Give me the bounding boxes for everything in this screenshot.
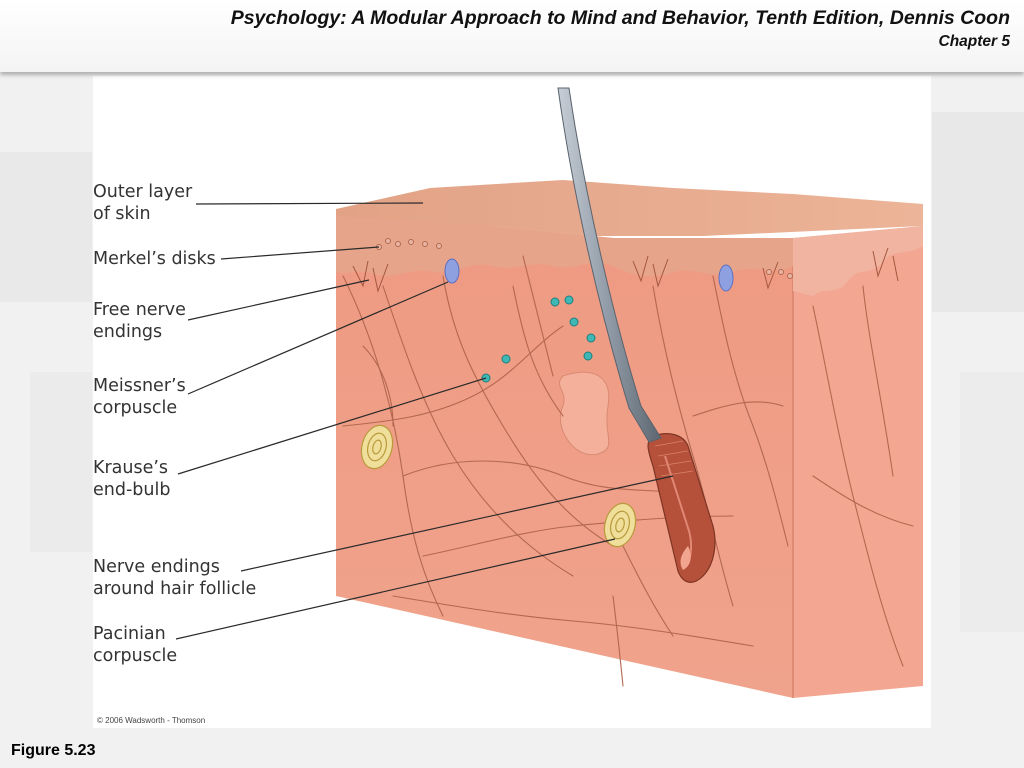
skin-top-surface — [336, 180, 923, 236]
label-pacinian-corpuscle: Pacinian corpuscle — [93, 624, 178, 666]
chapter-label: Chapter 5 — [938, 33, 1011, 50]
dermis-side-face — [793, 226, 923, 698]
hair-shaft — [557, 87, 662, 443]
label-meissners-corpuscle: Meissner’s corpuscle — [93, 376, 186, 418]
leader-lines — [175, 202, 674, 640]
hair-follicle — [647, 433, 716, 583]
figure-number: Figure 5.23 — [11, 742, 96, 759]
skin-receptor-figure: © 2006 Wadsworth - Thomson — [93, 76, 931, 728]
label-krause-end-bulb: Krause’s end-bulb — [93, 458, 171, 500]
slide-header: Psychology: A Modular Approach to Mind a… — [0, 0, 1024, 72]
free-nerve-ending-tufts — [352, 247, 899, 293]
label-free-nerve-endings: Free nerve endings — [93, 300, 186, 342]
label-merkels-disks: Merkel’s disks — [93, 249, 216, 269]
dermal-papilla — [558, 371, 610, 456]
label-outer-layer-of-skin: Outer layer of skin — [93, 182, 193, 224]
copyright-notice: © 2006 Wadsworth - Thomson — [97, 716, 206, 725]
epidermis-band-side — [793, 226, 923, 296]
skin-cross-section-illustration — [175, 87, 923, 698]
label-nerve-endings-around-hair-follicle: Nerve endings around hair follicle — [93, 557, 257, 599]
dermis-front-face — [336, 216, 793, 698]
pacinian-corpuscles — [360, 424, 637, 548]
krause-end-bulbs — [481, 295, 596, 383]
book-title: Psychology: A Modular Approach to Mind a… — [230, 7, 1010, 29]
meissners-corpuscles — [444, 258, 734, 292]
